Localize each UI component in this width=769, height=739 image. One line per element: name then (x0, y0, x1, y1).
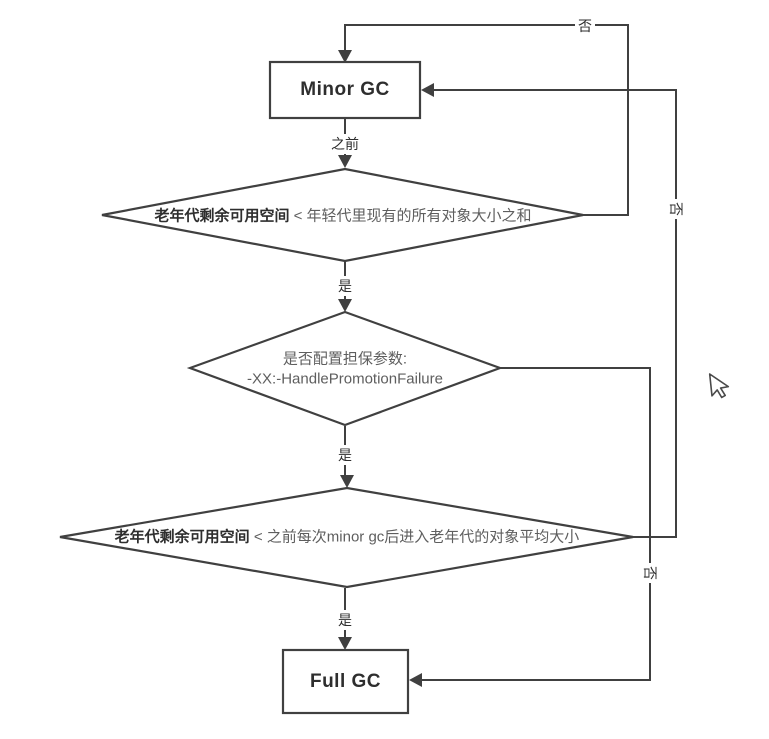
arrowhead-fullgc-right (409, 673, 422, 687)
edge-no-decision1-to-minorgc (344, 24, 629, 216)
edge-no-decision3-to-minorgc (423, 89, 677, 538)
decision1-diamond (101, 167, 584, 263)
decision3-diamond (59, 486, 634, 589)
minor-gc-label: Minor GC (300, 79, 390, 100)
decision2-label: 是否配置担保参数: -XX:-HandlePromotionFailure (247, 350, 443, 389)
arrowhead-decision2-top (338, 299, 352, 312)
edge-label-no-side: 否 (666, 199, 686, 219)
edge-label-yes2: 是 (335, 445, 355, 465)
full-gc-label: Full GC (309, 670, 382, 692)
edge-label-before: 之前 (328, 134, 362, 154)
arrowhead-minorgc-right (421, 83, 434, 97)
decision3-label: 老年代剩余可用空间 < 之前每次minor gc后进入老年代的对象平均大小 (115, 527, 580, 547)
mouse-cursor-icon (708, 373, 730, 399)
decision3-label-emphasis: 老年代剩余可用空间 (114, 528, 250, 546)
decision2-label-line1: 是否配置担保参数: (282, 350, 408, 368)
full-gc-box (281, 648, 410, 715)
minor-gc-box (268, 60, 422, 120)
decision1-label: 老年代剩余可用空间 < 年轻代里现有的所有对象大小之和 (154, 206, 531, 226)
decision1-label-emphasis: 老年代剩余可用空间 (154, 207, 290, 225)
decision1-label-rest: < 年轻代里现有的所有对象大小之和 (289, 207, 532, 225)
edge-label-yes3: 是 (335, 610, 355, 630)
edge-label-no-top: 否 (575, 16, 595, 36)
decision3-label-rest: < 之前每次minor gc后进入老年代的对象平均大小 (249, 528, 580, 546)
decision2-diamond (186, 310, 504, 427)
arrowhead-decision1-top (338, 155, 352, 168)
arrowhead-fullgc-top (338, 637, 352, 650)
arrowhead-decision3-top (340, 475, 354, 488)
decision2-label-line2: -XX:-HandlePromotionFailure (247, 370, 443, 387)
edge-label-no-bottom: 否 (640, 563, 660, 583)
arrowhead-minorgc-top (338, 50, 352, 63)
edge-no-decision2-to-fullgc (411, 367, 651, 681)
edge-label-yes1: 是 (335, 276, 355, 296)
